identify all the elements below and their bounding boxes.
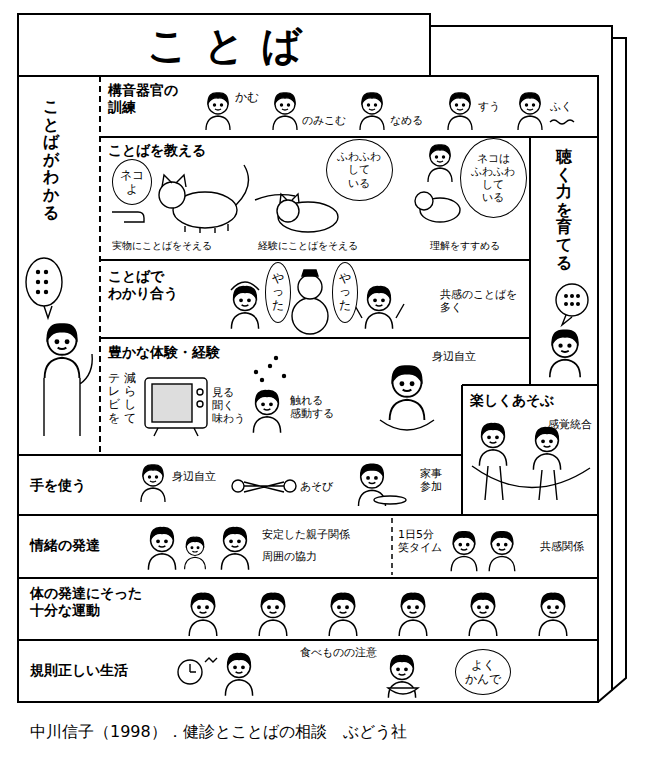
row-box: 手を使う bbox=[18, 455, 462, 515]
caption-text: 中川信子（1998）．健診とことばの相談 ぶどう社 bbox=[30, 722, 407, 741]
heading-text: 手を使う bbox=[30, 477, 86, 494]
row-box: 体の発達にそった 十分な運動 bbox=[18, 578, 598, 640]
label-text: 安定した親子関係 bbox=[262, 528, 350, 541]
label-text: 触れる 感動する bbox=[290, 394, 334, 420]
label-text: 家事 参加 bbox=[420, 467, 442, 493]
speech-bubble: ネコは ふわふわ して いる bbox=[460, 138, 527, 218]
bubble-text: やった bbox=[339, 272, 351, 312]
speech-bubble: ふわふわ して いる bbox=[326, 139, 393, 201]
speech-bubble: やった bbox=[265, 262, 291, 323]
label-text: 1日5分 笑タイム bbox=[398, 528, 442, 554]
label-text: かむ bbox=[235, 90, 259, 104]
row-box: 情緒の発達 bbox=[18, 515, 598, 578]
corner-box: 楽しくあそぶ bbox=[462, 385, 598, 515]
speech-bubble: ネコ よ bbox=[112, 159, 152, 205]
bubble-text: やった bbox=[272, 272, 284, 312]
bubble-text: ネコは ふわふわ して いる bbox=[471, 152, 515, 205]
bubble-text: よく かんで bbox=[465, 658, 501, 687]
label-text: 共感関係 bbox=[540, 540, 584, 553]
label-text: 感覚統合 bbox=[548, 418, 592, 431]
bubble-text: ふわふわ して いる bbox=[337, 150, 381, 190]
heading-text: 体の発達にそった 十分な運動 bbox=[30, 585, 142, 619]
frame bbox=[18, 14, 626, 702]
label-text: すう bbox=[478, 100, 500, 113]
figures bbox=[26, 93, 590, 698]
side-column: 聴く力を育てる bbox=[530, 137, 598, 385]
heading-text: ことばがわかる bbox=[43, 98, 59, 221]
side-column: ことばがわかる bbox=[18, 76, 100, 455]
label-text: 周囲の協力 bbox=[262, 550, 317, 563]
label-text: 実物にことばをそえる bbox=[112, 240, 212, 252]
row-box: 構音器官の 訓練 bbox=[100, 76, 598, 137]
heading-text: 規則正しい生活 bbox=[30, 662, 128, 679]
heading-text: 構音器官の 訓練 bbox=[108, 82, 178, 116]
label-text: あそび bbox=[300, 480, 333, 493]
label-text: 経験にことばをそえる bbox=[258, 240, 358, 252]
speech-bubble: よく かんで bbox=[455, 649, 511, 695]
heading-text: ことばを教える bbox=[108, 142, 206, 159]
heading-text: 楽しくあそぶ bbox=[470, 392, 554, 409]
label-text: 共感のことばを 多く bbox=[440, 288, 517, 314]
title-text: ことば bbox=[18, 14, 430, 76]
heading-text: ことばで わかり合う bbox=[108, 268, 178, 302]
row-box: 豊かな体験・経験 bbox=[100, 338, 462, 455]
label-text: なめる bbox=[390, 114, 423, 127]
speech-bubble: やった bbox=[332, 262, 358, 323]
heading-text: 豊かな体験・経験 bbox=[108, 344, 220, 361]
label-text: 見る 聞く 味わう bbox=[212, 386, 245, 426]
label-text: ふく bbox=[550, 100, 572, 113]
heading-text: 情緒の発達 bbox=[30, 537, 100, 554]
label-text: 減らして bbox=[124, 372, 136, 425]
label-text: のみこむ bbox=[302, 114, 346, 127]
label-text: 身辺自立 bbox=[172, 470, 216, 483]
bubble-text: ネコ よ bbox=[120, 168, 144, 197]
label-text: 身辺自立 bbox=[432, 350, 476, 363]
label-text: テレビを bbox=[108, 372, 120, 425]
heading-text: 聴く力を育てる bbox=[556, 148, 572, 271]
label-text: 食べものの注意 bbox=[300, 646, 377, 659]
label-text: 理解をすすめる bbox=[430, 240, 500, 252]
